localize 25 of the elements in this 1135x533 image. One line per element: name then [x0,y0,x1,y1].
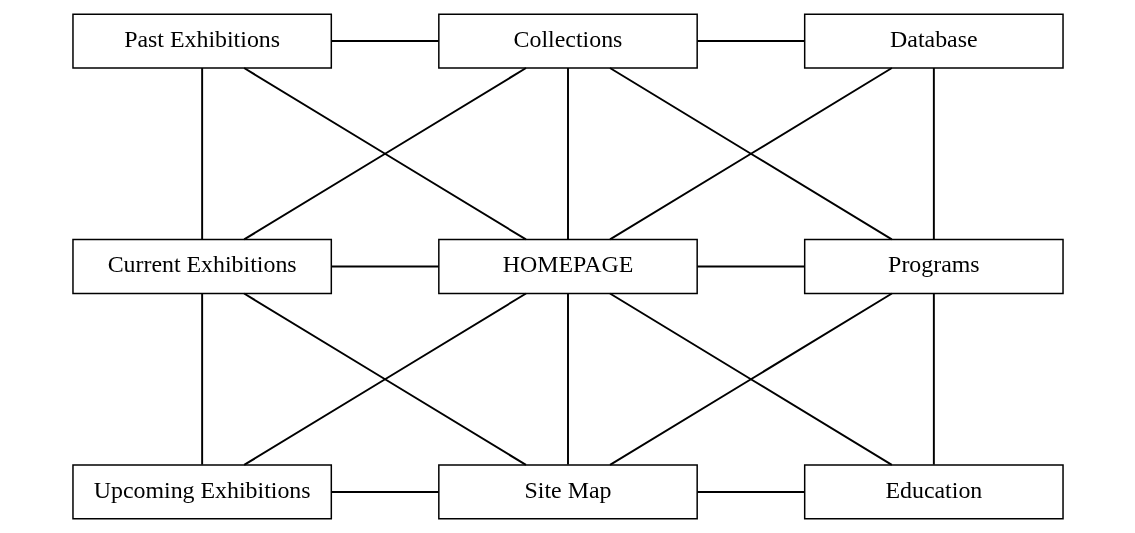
connector [200,292,203,466]
connector [608,67,893,241]
connector [932,67,935,241]
node-box: Upcoming Exhibitions [71,464,332,520]
connector [242,67,527,241]
node-box: Programs [803,238,1064,295]
connector [330,40,440,42]
node-box: Past Exhibitions [71,13,332,69]
node-box: Collections [437,13,698,69]
connector [566,67,569,241]
connector [695,40,805,42]
connector [200,67,203,241]
connector [330,491,440,493]
connector [695,491,805,493]
node-box: Site Map [437,464,698,520]
connector [330,265,440,268]
connector [608,292,893,466]
node-box: Database [803,13,1064,69]
connector [695,265,805,268]
connector [932,292,935,466]
connector [242,292,527,466]
node-box: Education [803,464,1064,520]
node-box: Current Exhibitions [71,238,332,295]
connector [566,292,569,466]
node-box: HOMEPAGE [437,238,698,295]
